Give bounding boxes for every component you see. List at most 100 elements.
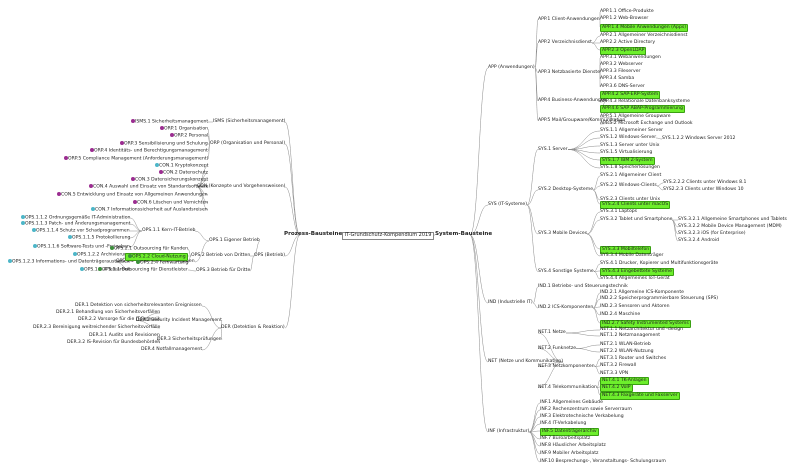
node-app-2-2-active-directory[interactable]: APP.2.2 Active Directory xyxy=(600,40,655,46)
node-sys-4-4-allgemeines-iot-ger-t[interactable]: SYS.4.4 Allgemeines IoT-Gerät xyxy=(600,276,670,282)
prozess-bausteine-node[interactable]: Prozess-Bausteine xyxy=(284,231,343,237)
node-con-1-kryptokonzept[interactable]: CON.1 Kryptokonzept xyxy=(154,163,208,169)
node-con-4-auswahl-und-einsatz-von-standardsoftware[interactable]: CON.4 Auswahl und Einsatz von Standardso… xyxy=(88,184,208,190)
node-der-2-2-vorsorge-f-r-die-it-forensik[interactable]: DER.2.2 Vorsorge für die IT-Forensik xyxy=(78,317,160,323)
node-net-netze-und-kommunikation[interactable]: NET (Netze und Kommunikation) xyxy=(488,359,563,365)
node-app-4-6-sap-abap-programmierung[interactable]: APP.4.6 SAP ABAP-Programmierung xyxy=(600,105,685,113)
node-inf-4-it-verkabelung[interactable]: INF.4 IT-Verkabelung xyxy=(540,421,586,427)
node-sys-2-4-clients-unter-macos[interactable]: SYS.2.4 Clients unter macOS xyxy=(600,201,671,209)
node-der-detektion-reaktion[interactable]: DER (Detektion & Reaktion) xyxy=(221,325,285,331)
node-orp-5-compliance-management-anforderungsmanageme[interactable]: ORP.5 Compliance Management (Anforderung… xyxy=(63,156,208,162)
node-app-1-1-office-produkte[interactable]: APP.1.1 Office-Produkte xyxy=(600,9,654,15)
node-net-3-netzkomponenten[interactable]: NET.3 Netzkomponenten xyxy=(538,364,595,370)
node-net-1-2-netzmanagement[interactable]: NET.1.2 Netzmanagement xyxy=(600,333,660,339)
node-net-1-netze[interactable]: NET.1 Netze xyxy=(538,330,566,336)
node-sys-3-mobile-devices[interactable]: SYS.3 Mobile Devices xyxy=(538,231,587,237)
node-ops-betrieb[interactable]: OPS (Betrieb) xyxy=(254,253,285,259)
node-ops-1-1-2-ordnungsgem-e-it-administration[interactable]: OPS.1.1.2 Ordnungsgemäße IT-Administrati… xyxy=(20,215,130,221)
node-inf-1-allgemeines-geb-ude[interactable]: INF.1 Allgemeines Gebäude xyxy=(540,400,603,406)
node-net-2-1-wlan-betrieb[interactable]: NET.2.1 WLAN-Betrieb xyxy=(600,342,651,348)
node-app-2-1-allgemeiner-verzeichnisdienst[interactable]: APP.2.1 Allgemeiner Verzeichnisdienst xyxy=(600,33,687,39)
node-orp-4-identit-ts-und-berechtigungsmanagement[interactable]: ORP.4 Identitäts- und Berechtigungsmanag… xyxy=(89,148,208,154)
node-app-1-4-mobile-anwendungen-apps[interactable]: APP.1.4 Mobile Anwendungen (Apps) xyxy=(600,24,689,32)
node-con-3-datensicherungskonzept[interactable]: CON.3 Datensicherungskonzept xyxy=(130,177,208,183)
node-ops-1-2-4-telearbeit[interactable]: OPS.1.2.4 Telearbeit xyxy=(79,267,130,273)
node-sys-3-2-2-mobile-device-management-mdm[interactable]: SYS.3.2.2 Mobile Device Management (MDM) xyxy=(678,224,782,230)
node-app-4-3-relationale-datenbanksysteme[interactable]: APP.4.3 Relationale Datenbanksysteme xyxy=(600,99,690,105)
node-ops-2-4-fernwartung[interactable]: OPS.2.4 Fernwartung xyxy=(135,260,188,266)
node-app-5-mail-groupware-kommunikation[interactable]: APP.5 Mail/Groupware/Kommunikation xyxy=(538,118,625,124)
node-sys-3-2-1-allgemeine-smartphones-und-tablets[interactable]: SYS.3.2.1 Allgemeine Smartphones und Tab… xyxy=(678,217,787,223)
node-isms-1-sicherheitsmanagement[interactable]: ISMS.1 Sicherheitsmanagement xyxy=(130,119,208,125)
node-app-3-6-dns-server[interactable]: APP.3.6 DNS-Server xyxy=(600,84,645,90)
node-der-2-3-bereinigung-weitreichender-sicherheitsvo[interactable]: DER.2.3 Bereinigung weitreichender Siche… xyxy=(33,325,160,331)
node-ops-2-2-cloud-nutzung[interactable]: OPS.2.2 Cloud-Nutzung xyxy=(125,253,188,262)
node-ops-3-1-outsourcing-f-r-dienstleister[interactable]: OPS.3.1 Outsourcing für Dienstleister xyxy=(97,267,188,273)
node-net-2-2-wlan-nutzung[interactable]: NET.2.2 WLAN-Nutzung xyxy=(600,349,654,355)
node-net-3-3-vpn[interactable]: NET.3.3 VPN xyxy=(600,371,628,377)
node-net-2-funknetze[interactable]: NET.2 Funknetze xyxy=(538,346,576,352)
node-ind-2-1-allgemeine-ics-komponente[interactable]: IND.2.1 Allgemeine ICS-Komponente xyxy=(600,290,684,296)
node-ops-1-1-4-schutz-vor-schadprogrammen[interactable]: OPS.1.1.4 Schutz vor Schadprogrammen xyxy=(31,228,130,234)
node-app-1-2-web-browser[interactable]: APP.1.2 Web-Browser xyxy=(600,16,648,22)
node-sys-4-1-drucker-kopierer-und-multifunktionsger-t[interactable]: SYS.4.1 Drucker, Kopierer und Multifunkt… xyxy=(600,261,718,267)
node-sys-3-1-laptops[interactable]: SYS.3.1 Laptops xyxy=(600,209,637,215)
node-con-5-entwicklung-und-einsatz-von-allgemeinen-an[interactable]: CON.5 Entwicklung und Einsatz von Allgem… xyxy=(56,192,208,198)
node-inf-infrastruktur[interactable]: INF (Infrastruktur) xyxy=(488,429,529,435)
node-app-3-1-webanwendungen[interactable]: APP.3.1 Webanwendungen xyxy=(600,55,661,61)
node-ops-1-2-2-archivierung[interactable]: OPS.1.2.2 Archivierung xyxy=(72,252,130,258)
system-bausteine-node[interactable]: System-Bausteine xyxy=(435,231,493,237)
node-ind-2-ics-komponenten[interactable]: IND.2 ICS-Komponenten xyxy=(538,305,593,311)
node-ops-1-2-3-informations-und-datentr-geraustausch[interactable]: OPS.1.2.3 Informations- und Datenträgera… xyxy=(7,259,130,265)
node-net-3-2-firewall[interactable]: NET.3.2 Firewall xyxy=(600,363,636,369)
node-inf-8-h-uslicher-arbeitsplatz[interactable]: INF.8 Häuslicher Arbeitsplatz xyxy=(540,443,606,449)
node-app-2-3-openldap[interactable]: APP.2.3 OpenLDAP xyxy=(600,47,647,55)
node-ind-industrielle-it[interactable]: IND (Industrielle IT) xyxy=(488,300,533,306)
node-app-3-netzbasierte-dienste[interactable]: APP.3 Netzbasierte Dienste xyxy=(538,70,600,76)
node-sys-3-2-4-android[interactable]: SYS.3.2.4 Android xyxy=(678,238,719,244)
node-orp-1-organisation[interactable]: ORP.1 Organisation xyxy=(159,126,208,132)
node-inf-7-b-roarbeitsplatz[interactable]: INF.7 Büroarbeitsplatz xyxy=(540,436,590,442)
node-der-3-2-is-revision-f-r-bundesbeh-rden[interactable]: DER.3.2 IS-Revision für Bundesbehörden xyxy=(67,340,160,346)
node-sys-2-3-clients-unter-unix[interactable]: SYS.2.3 Clients unter Unix xyxy=(600,197,660,203)
node-sys-it-systeme[interactable]: SYS (IT-Systeme) xyxy=(488,202,527,208)
center-node[interactable]: IT-Grundschutz-Kompendium 2019 xyxy=(341,232,435,240)
node-app-3-3-fileserver[interactable]: APP.3.3 Fileserver xyxy=(600,69,640,75)
node-sys-4-3-eingebettete-systeme[interactable]: SYS.4.3 Eingebettete Systeme xyxy=(600,268,674,276)
node-orp-3-sensibilisierung-und-schulung[interactable]: ORP.3 Sensibilisierung und Schulung xyxy=(119,141,208,147)
node-sys-4-sonstige-systeme[interactable]: SYS.4 Sonstige Systeme xyxy=(538,269,594,275)
node-app-2-verzeichnisdienst[interactable]: APP.2 Verzeichnisdienst xyxy=(538,40,592,46)
node-ops-1-1-3-patch-und-nderungsmanagement[interactable]: OPS.1.1.3 Patch- und Änderungsmanagement xyxy=(20,221,130,227)
node-ops-1-eigener-betrieb[interactable]: OPS.1 Eigener Betrieb xyxy=(209,238,260,244)
node-sys-1-server[interactable]: SYS.1 Server xyxy=(538,147,568,153)
node-sys-1-7-ibm-z-system[interactable]: SYS.1.7 IBM Z-System xyxy=(600,157,655,165)
node-sys-1-5-virtualisierung[interactable]: SYS.1.5 Virtualisierung xyxy=(600,150,652,156)
node-sys-3-2-tablet-und-smartphone[interactable]: SYS.3.2 Tablet und Smartphone xyxy=(600,217,672,223)
node-net-4-telekommunikation[interactable]: NET.4 Telekommunikation xyxy=(538,385,597,391)
node-inf-2-rechenzentrum-sowie-serverraum[interactable]: INF.2 Rechenzentrum sowie Serverraum xyxy=(540,407,632,413)
node-ops-3-betrieb-f-r-dritte[interactable]: OPS.3 Betrieb für Dritte xyxy=(196,268,250,274)
node-net-4-2-voip[interactable]: NET.4.2 VoIP xyxy=(600,384,633,392)
node-sys-2-desktop-systeme[interactable]: SYS.2 Desktop-Systeme xyxy=(538,187,593,193)
node-app-5-2-microsoft-exchange-und-outlook[interactable]: APP.5.2 Microsoft Exchange und Outlook xyxy=(600,121,693,127)
node-app-3-2-webserver[interactable]: APP.3.2 Webserver xyxy=(600,62,643,68)
node-sys2-2-3-clients-unter-windows-10[interactable]: SYS2.2.3 Clients unter Windows 10 xyxy=(663,187,744,193)
node-ind-2-3-sensoren-und-aktoren[interactable]: IND.2.3 Sensoren und Aktoren xyxy=(600,304,670,310)
node-ops-1-1-5-protokollierung[interactable]: OPS.1.1.5 Protokollierung xyxy=(67,235,130,241)
node-con-2-datenschutz[interactable]: CON.2 Datenschutz xyxy=(158,170,208,176)
node-sys-1-3-server-unter-unix[interactable]: SYS.1.3 Server unter Unix xyxy=(600,143,659,149)
node-app-anwendungen[interactable]: APP (Anwendungen) xyxy=(488,65,535,71)
node-ops-2-betrieb-von-dritten[interactable]: OPS.2 Betrieb von Dritten xyxy=(191,253,250,259)
node-net-4-3-faxger-te-und-faxserver[interactable]: NET.4.3 Faxgeräte und Faxserver xyxy=(600,392,680,400)
node-sys-3-2-3-ios-for-enterprise[interactable]: SYS.3.2.3 iOS (for Enterprise) xyxy=(678,231,746,237)
node-der-1-detektion-von-sicherheitsrelevanten-ereign[interactable]: DER.1 Detektion von sicherheitsrelevante… xyxy=(75,303,202,309)
node-ind-2-7-safety-instrumented-systems[interactable]: IND.2.7 Safety Instrumented Systems xyxy=(600,320,691,328)
node-orp-2-personal[interactable]: ORP.2 Personal xyxy=(169,133,208,139)
node-ops-1-1-6-software-tests-und-freigaben[interactable]: OPS.1.1.6 Software-Tests und -Freigaben xyxy=(32,244,130,250)
node-con-7-informationssicherheit-auf-auslandsreisen[interactable]: CON.7 Informationssicherheit auf Ausland… xyxy=(90,207,208,213)
node-ops-2-1-outsourcing-f-r-kunden[interactable]: OPS.2.1 Outsourcing für Kunden xyxy=(109,246,188,252)
node-app-1-client-anwendungen[interactable]: APP.1 Client-Anwendungen xyxy=(538,17,600,23)
node-ops-1-2-weiterf-hrende-aufgaben[interactable]: OPS.1.2 Weiterführende Aufgaben xyxy=(116,259,195,265)
node-der-3-1-audits-und-revisionen[interactable]: DER.3.1 Audits und Revisionen xyxy=(89,333,160,339)
node-sys-3-3-mobiltelefon[interactable]: SYS.3.3 Mobiltelefon xyxy=(600,246,652,254)
